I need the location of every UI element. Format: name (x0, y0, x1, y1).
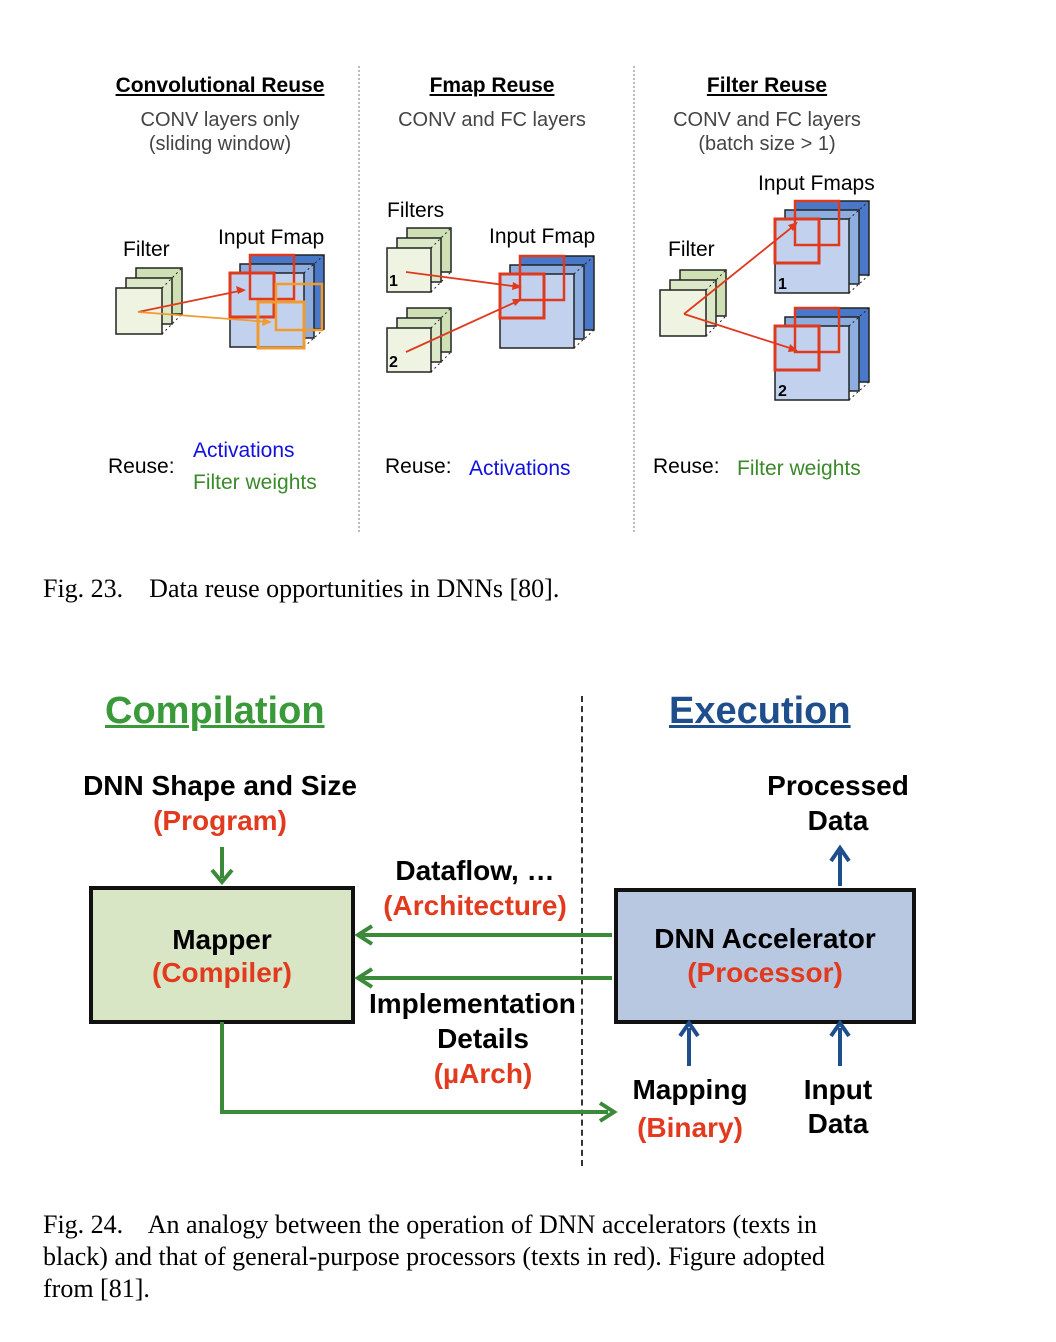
filter-stack-icon (659, 269, 727, 337)
panel-title: Filter Reuse (706, 74, 828, 97)
reuse-item: Activations (193, 439, 295, 462)
details-label: Details (437, 1023, 529, 1054)
reuse-label: Reuse: (108, 455, 175, 478)
panel-title: Convolutional Reuse (115, 74, 325, 97)
accelerator-label: DNN Accelerator (654, 923, 876, 954)
reuse-label: Reuse: (653, 455, 720, 478)
implementation-label: Implementation (369, 988, 576, 1019)
figure-caption-line: Fig. 24. An analogy between the operatio… (43, 1210, 817, 1239)
program-label: (Program) (153, 805, 287, 836)
input-fmap-stack-icon (498, 254, 595, 349)
panel-subtitle: CONV layers only (140, 109, 300, 131)
panel-separator (633, 66, 635, 532)
reuse-item: Activations (469, 457, 571, 480)
reuse-item: Filter weights (193, 471, 317, 494)
figure-caption: Fig. 23. Data reuse opportunities in DNN… (43, 574, 560, 603)
fmap-label: Input Fmap (489, 225, 596, 248)
fmap-number: 2 (778, 383, 787, 400)
input-fmap-stack-icon (773, 199, 870, 294)
input-label: Input (803, 1074, 873, 1105)
panel-subtitle: (sliding window) (148, 133, 292, 155)
panel-subtitle: (batch size > 1) (698, 133, 836, 155)
uarch-label: (µArch) (433, 1058, 533, 1089)
filters-label: Filters (387, 199, 445, 222)
architecture-label: (Architecture) (383, 890, 567, 921)
dataflow-label: Dataflow, … (395, 855, 555, 886)
processed-label: Processed (767, 770, 909, 801)
reuse-item: Filter weights (737, 457, 861, 480)
fmaps-label: Input Fmaps (758, 172, 875, 195)
filter-label: Filter (123, 238, 170, 261)
mapping-label: Mapping (632, 1074, 748, 1105)
mapper-label: Mapper (172, 924, 272, 955)
divider-line (581, 696, 583, 1166)
figure-caption-line: black) and that of general-purpose proce… (43, 1242, 825, 1271)
filter-stack-icon (115, 267, 183, 335)
filter-number: 1 (389, 273, 398, 290)
binary-label: (Binary) (637, 1112, 743, 1143)
panel-subtitle: CONV and FC layers (673, 109, 861, 131)
input-fmap-stack-icon (773, 306, 870, 401)
figure-caption-line: from [81]. (43, 1274, 150, 1303)
filter-number: 2 (389, 354, 398, 371)
panel-title: Fmap Reuse (429, 74, 555, 97)
reuse-label: Reuse: (385, 455, 452, 478)
filter-label: Filter (668, 238, 715, 261)
compiler-label: (Compiler) (152, 957, 292, 988)
input-data-label: Data (807, 1108, 869, 1139)
fmap-number: 1 (778, 276, 787, 293)
panel-separator (358, 66, 360, 532)
processed-data-label: Data (807, 805, 869, 836)
compilation-title: Compilation (105, 690, 325, 732)
accelerator-box (614, 888, 916, 1024)
processor-label: (Processor) (687, 957, 843, 988)
fmap-label: Input Fmap (218, 226, 325, 249)
input-fmap-stack-icon (228, 253, 325, 350)
filter-stack-icon (386, 227, 452, 293)
reuse-diagrams (115, 199, 870, 401)
panel-subtitle: CONV and FC layers (398, 109, 586, 131)
dnn-shape-label: DNN Shape and Size (83, 770, 357, 801)
execution-title: Execution (669, 690, 851, 732)
